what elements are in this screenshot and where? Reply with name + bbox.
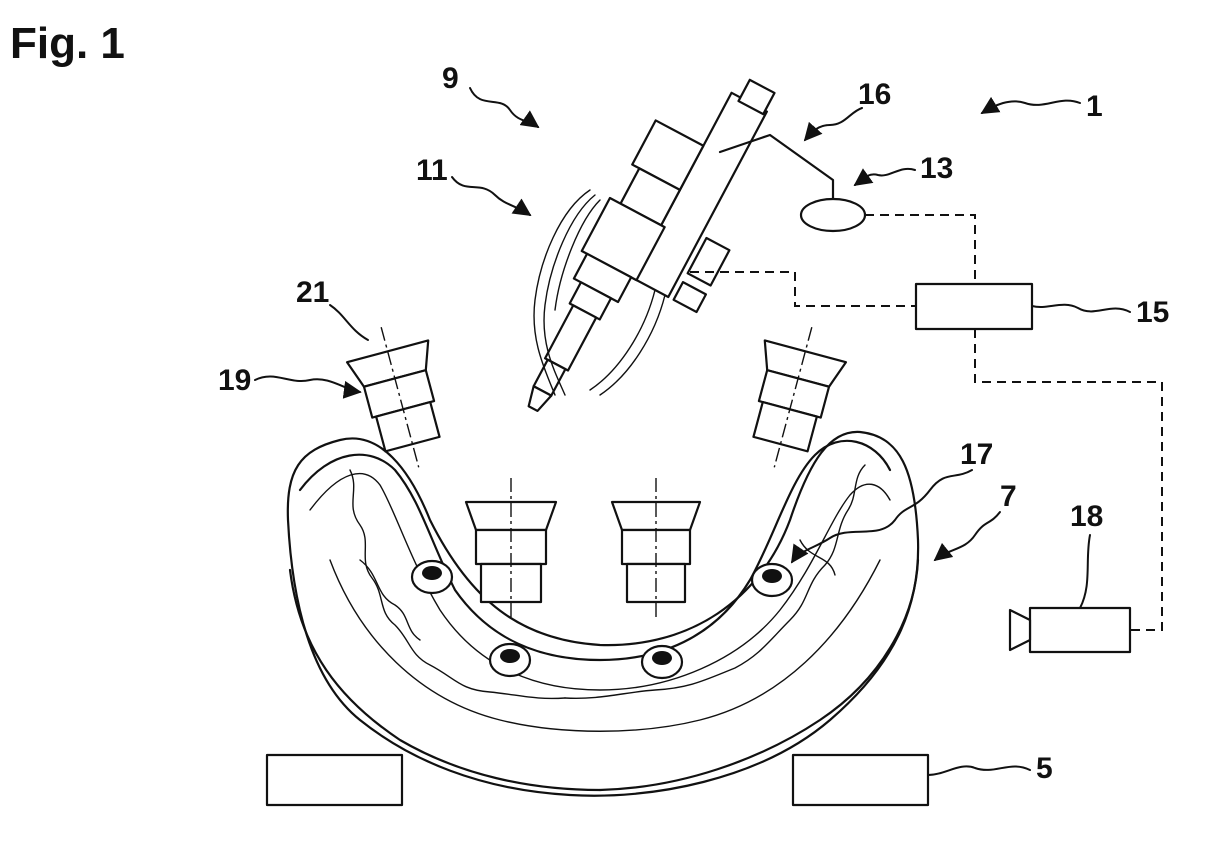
camera-middle-right bbox=[612, 478, 700, 620]
label-7: 7 bbox=[1000, 480, 1017, 513]
label-18: 18 bbox=[1070, 500, 1103, 533]
label-11: 11 bbox=[416, 154, 448, 187]
label-17: 17 bbox=[960, 438, 993, 471]
label-5: 5 bbox=[1036, 752, 1053, 785]
camera-18 bbox=[1010, 608, 1130, 652]
label-16: 16 bbox=[858, 78, 891, 111]
label-19: 19 bbox=[218, 364, 251, 397]
label-1: 1 bbox=[1086, 90, 1103, 123]
label-21: 21 bbox=[296, 276, 329, 309]
label-9: 9 bbox=[442, 62, 459, 95]
label-15: 15 bbox=[1136, 296, 1169, 329]
label-13: 13 bbox=[920, 152, 953, 185]
sensor-13 bbox=[801, 199, 865, 231]
dental-model bbox=[288, 432, 918, 796]
figure-title: Fig. 1 bbox=[10, 19, 125, 68]
control-unit-15 bbox=[916, 284, 1032, 329]
